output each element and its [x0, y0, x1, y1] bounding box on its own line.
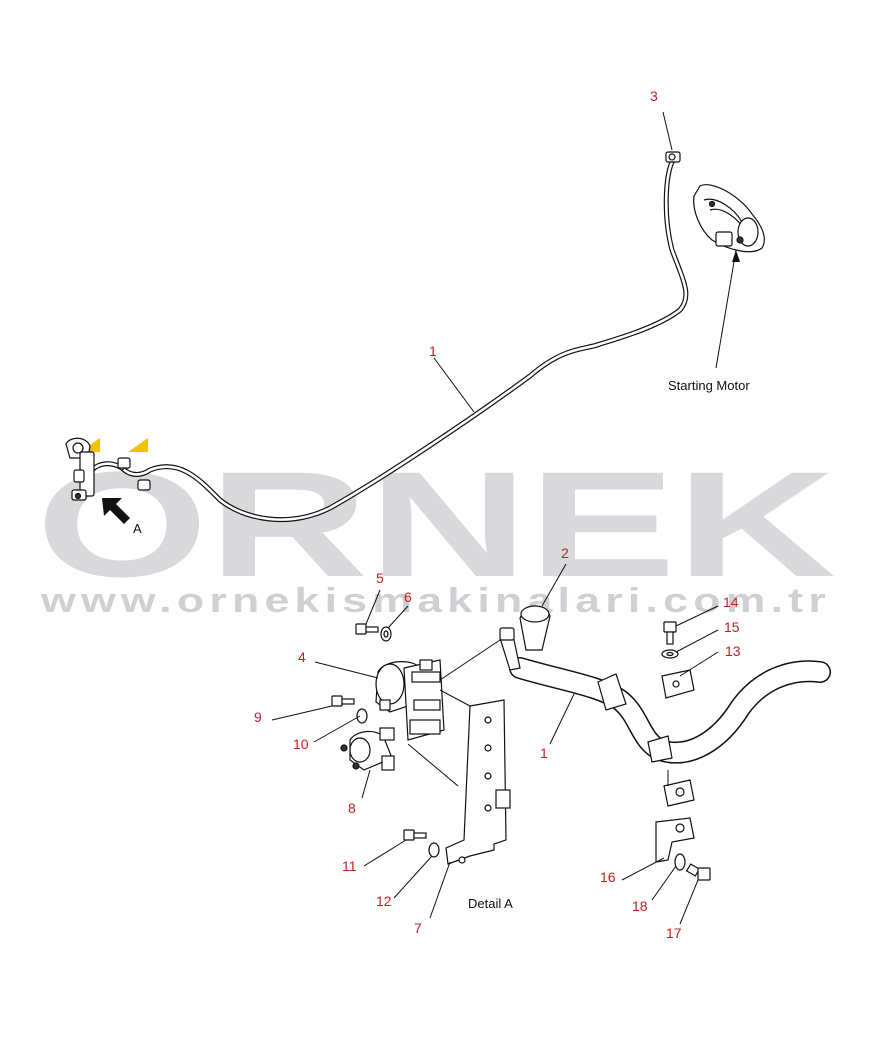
relay-8	[340, 727, 395, 771]
starting-motor-caption: Starting Motor	[668, 378, 750, 393]
hose-connector	[499, 605, 551, 671]
bolt-5	[355, 623, 379, 635]
callout-6: 6	[404, 589, 412, 605]
callout-18: 18	[632, 898, 648, 914]
washer-6	[380, 626, 392, 642]
bracket-16	[655, 817, 695, 863]
detail-a-caption: Detail A	[468, 896, 513, 911]
callout-10: 10	[293, 736, 309, 752]
callout-12: 12	[376, 893, 392, 909]
callout-15: 15	[724, 619, 740, 635]
view-arrow-icon	[102, 498, 130, 524]
callout-2: 2	[561, 545, 569, 561]
callout-14: 14	[723, 594, 739, 610]
connector-cluster-left	[65, 437, 151, 501]
bolt-9	[331, 695, 355, 707]
washer-18	[674, 853, 686, 871]
view-arrow-a: A	[102, 498, 142, 536]
callout-17: 17	[666, 925, 682, 941]
bolt-11	[403, 829, 427, 841]
callout-16: 16	[600, 869, 616, 885]
callout-1-lower: 1	[540, 745, 548, 761]
bolt-14	[663, 621, 677, 645]
bolt-17	[685, 863, 711, 881]
callout-11: 11	[342, 858, 357, 874]
watermark-url: www.ornekismakinalari.com.tr	[40, 582, 831, 620]
leader-lines	[271, 111, 740, 925]
callout-5: 5	[376, 570, 384, 586]
callout-7: 7	[414, 920, 422, 936]
washer-15	[661, 649, 679, 659]
hose-clamp	[647, 735, 673, 763]
terminal-clip	[665, 151, 681, 163]
callout-3: 3	[650, 88, 658, 104]
hose-clamp	[597, 673, 627, 711]
washer-10	[356, 708, 368, 724]
washer-12	[428, 842, 440, 858]
watermark-accent-mark	[128, 438, 148, 452]
callout-8: 8	[348, 800, 356, 816]
bracket-13	[661, 669, 695, 699]
view-marker-label: A	[133, 521, 142, 536]
callout-4: 4	[298, 649, 306, 665]
callout-13: 13	[725, 643, 741, 659]
relay-module-4	[375, 659, 445, 741]
watermark: ORNEK www.ornekismakinalari.com.tr	[36, 438, 836, 620]
starting-motor	[693, 184, 765, 253]
callout-9: 9	[254, 709, 262, 725]
bracket-plate-7	[445, 699, 511, 865]
callouts: 1 1 2 3 4 5 6 7 8 9 10 11 12 13 14 15 16…	[254, 88, 741, 941]
clip-lower	[663, 770, 695, 807]
callout-1-upper: 1	[429, 343, 437, 359]
